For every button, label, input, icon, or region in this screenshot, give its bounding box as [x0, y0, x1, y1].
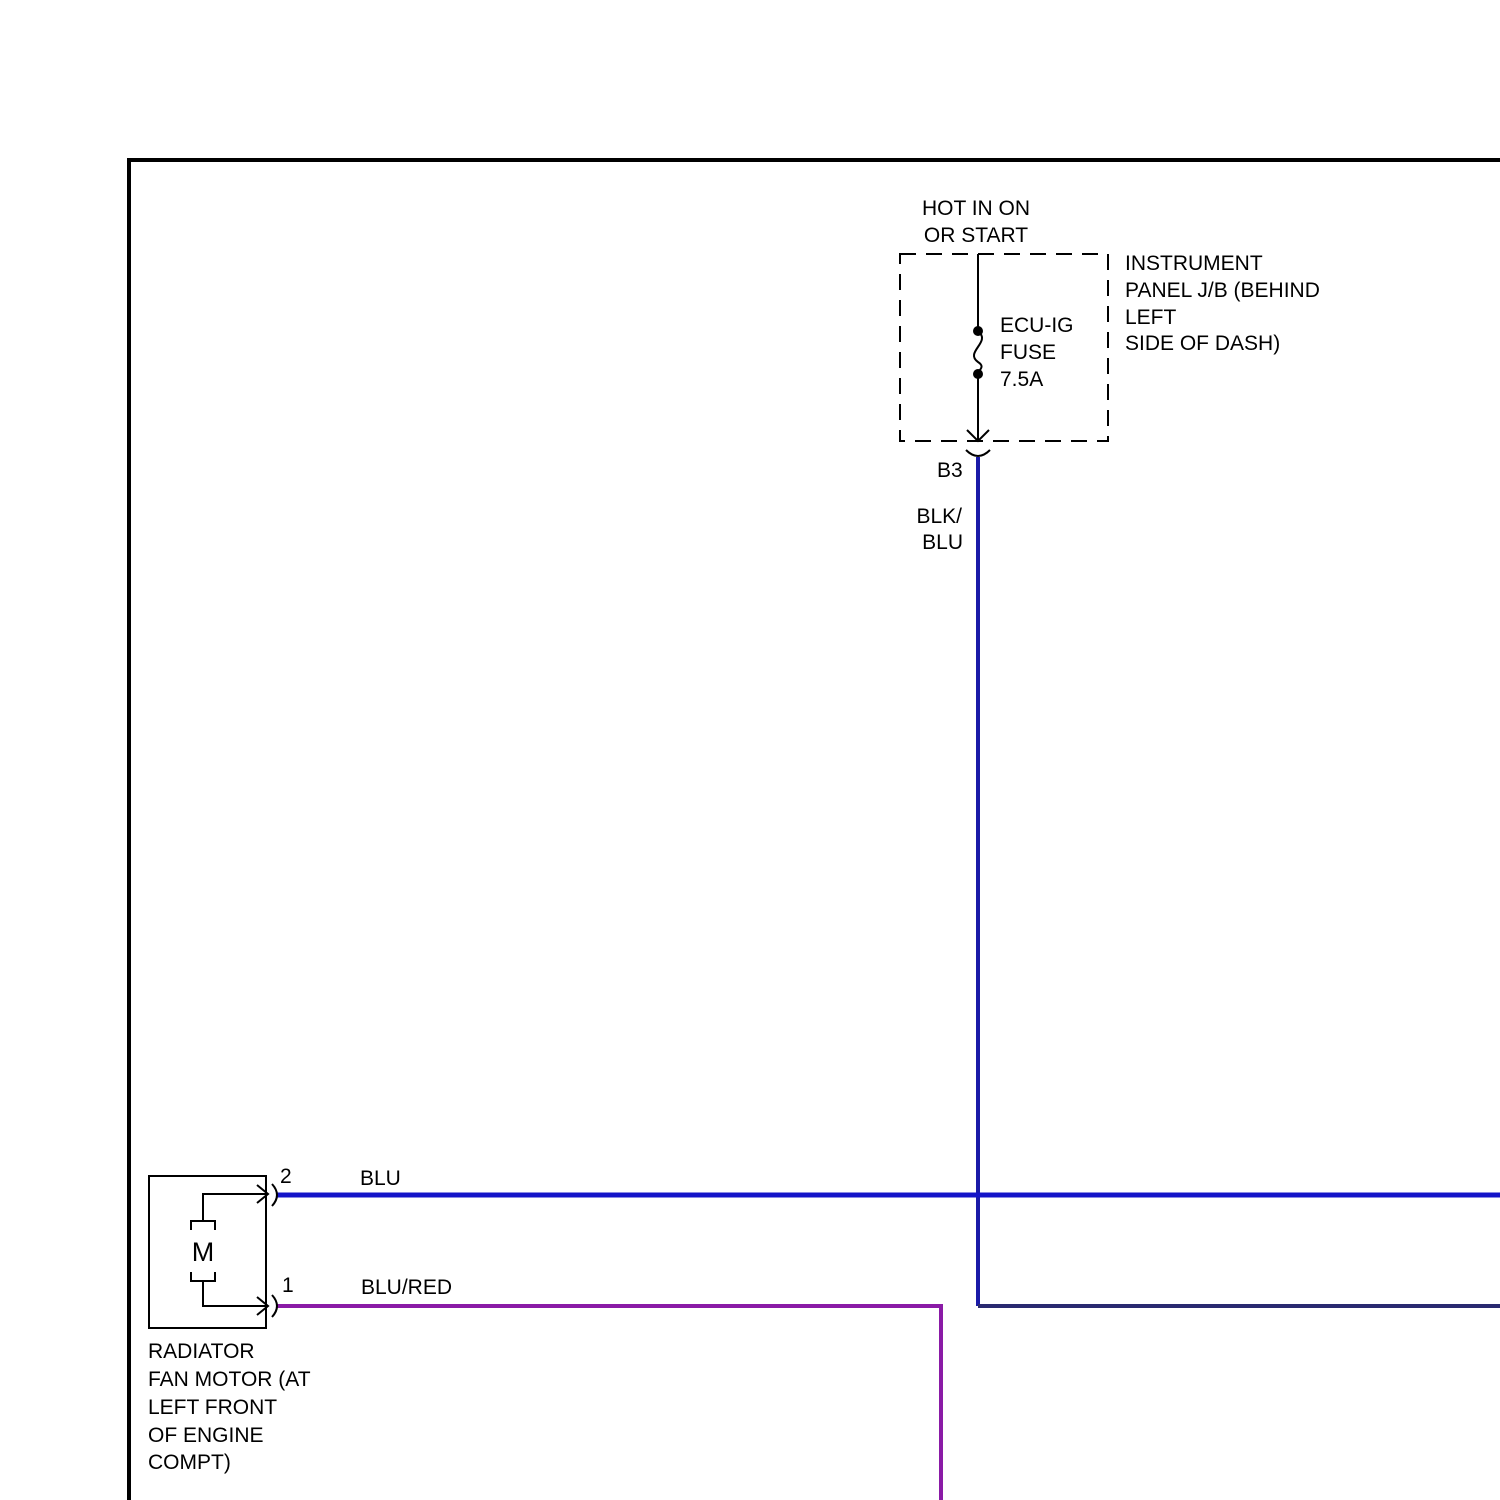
motor-symbol: M [192, 1237, 215, 1267]
fuse-type-label: FUSE [1000, 341, 1056, 364]
power-source-label-line1: HOT IN ON [922, 197, 1030, 220]
wire-blk-blu-label-line1: BLK/ [916, 505, 962, 528]
fuse-name-label: ECU-IG [1000, 314, 1074, 337]
motor-pin2-label: 2 [280, 1165, 292, 1188]
motor-label-line1: RADIATOR [148, 1340, 255, 1363]
motor-label-line2: FAN MOTOR (AT [148, 1368, 311, 1391]
wire-blu-red [277, 1306, 941, 1500]
junction-box-label-line1: INSTRUMENT [1125, 252, 1263, 275]
wire-blk-blu-label-line2: BLU [922, 531, 963, 554]
connector-b3-label: B3 [937, 459, 963, 482]
power-source-label-line2: OR START [924, 224, 1028, 247]
fuse-symbol [973, 326, 983, 379]
motor-pin1-label: 1 [282, 1274, 294, 1297]
diagram-frame [129, 160, 1500, 1500]
junction-box-label-line3: LEFT [1125, 306, 1177, 329]
wire-blu-label: BLU [360, 1167, 401, 1190]
connector-b3-female [966, 450, 990, 456]
junction-box-label-line4: SIDE OF DASH) [1125, 332, 1280, 355]
motor-internal-lead-bottom [203, 1281, 268, 1306]
junction-box-label-line2: PANEL J/B (BEHIND [1125, 279, 1320, 302]
motor-label-line5: COMPT) [148, 1451, 231, 1474]
motor-brush-bottom [191, 1272, 215, 1281]
motor-internal-lead-top [203, 1194, 268, 1221]
motor-label-line3: LEFT FRONT [148, 1396, 277, 1419]
motor-brush-top [191, 1221, 215, 1230]
wire-blu-red-label: BLU/RED [361, 1276, 452, 1299]
motor-pin1-female [272, 1295, 277, 1317]
motor-pin2-female [272, 1184, 277, 1206]
fuse-element [974, 331, 982, 374]
motor-label-line4: OF ENGINE [148, 1424, 264, 1447]
fuse-rating-label: 7.5A [1000, 368, 1043, 391]
